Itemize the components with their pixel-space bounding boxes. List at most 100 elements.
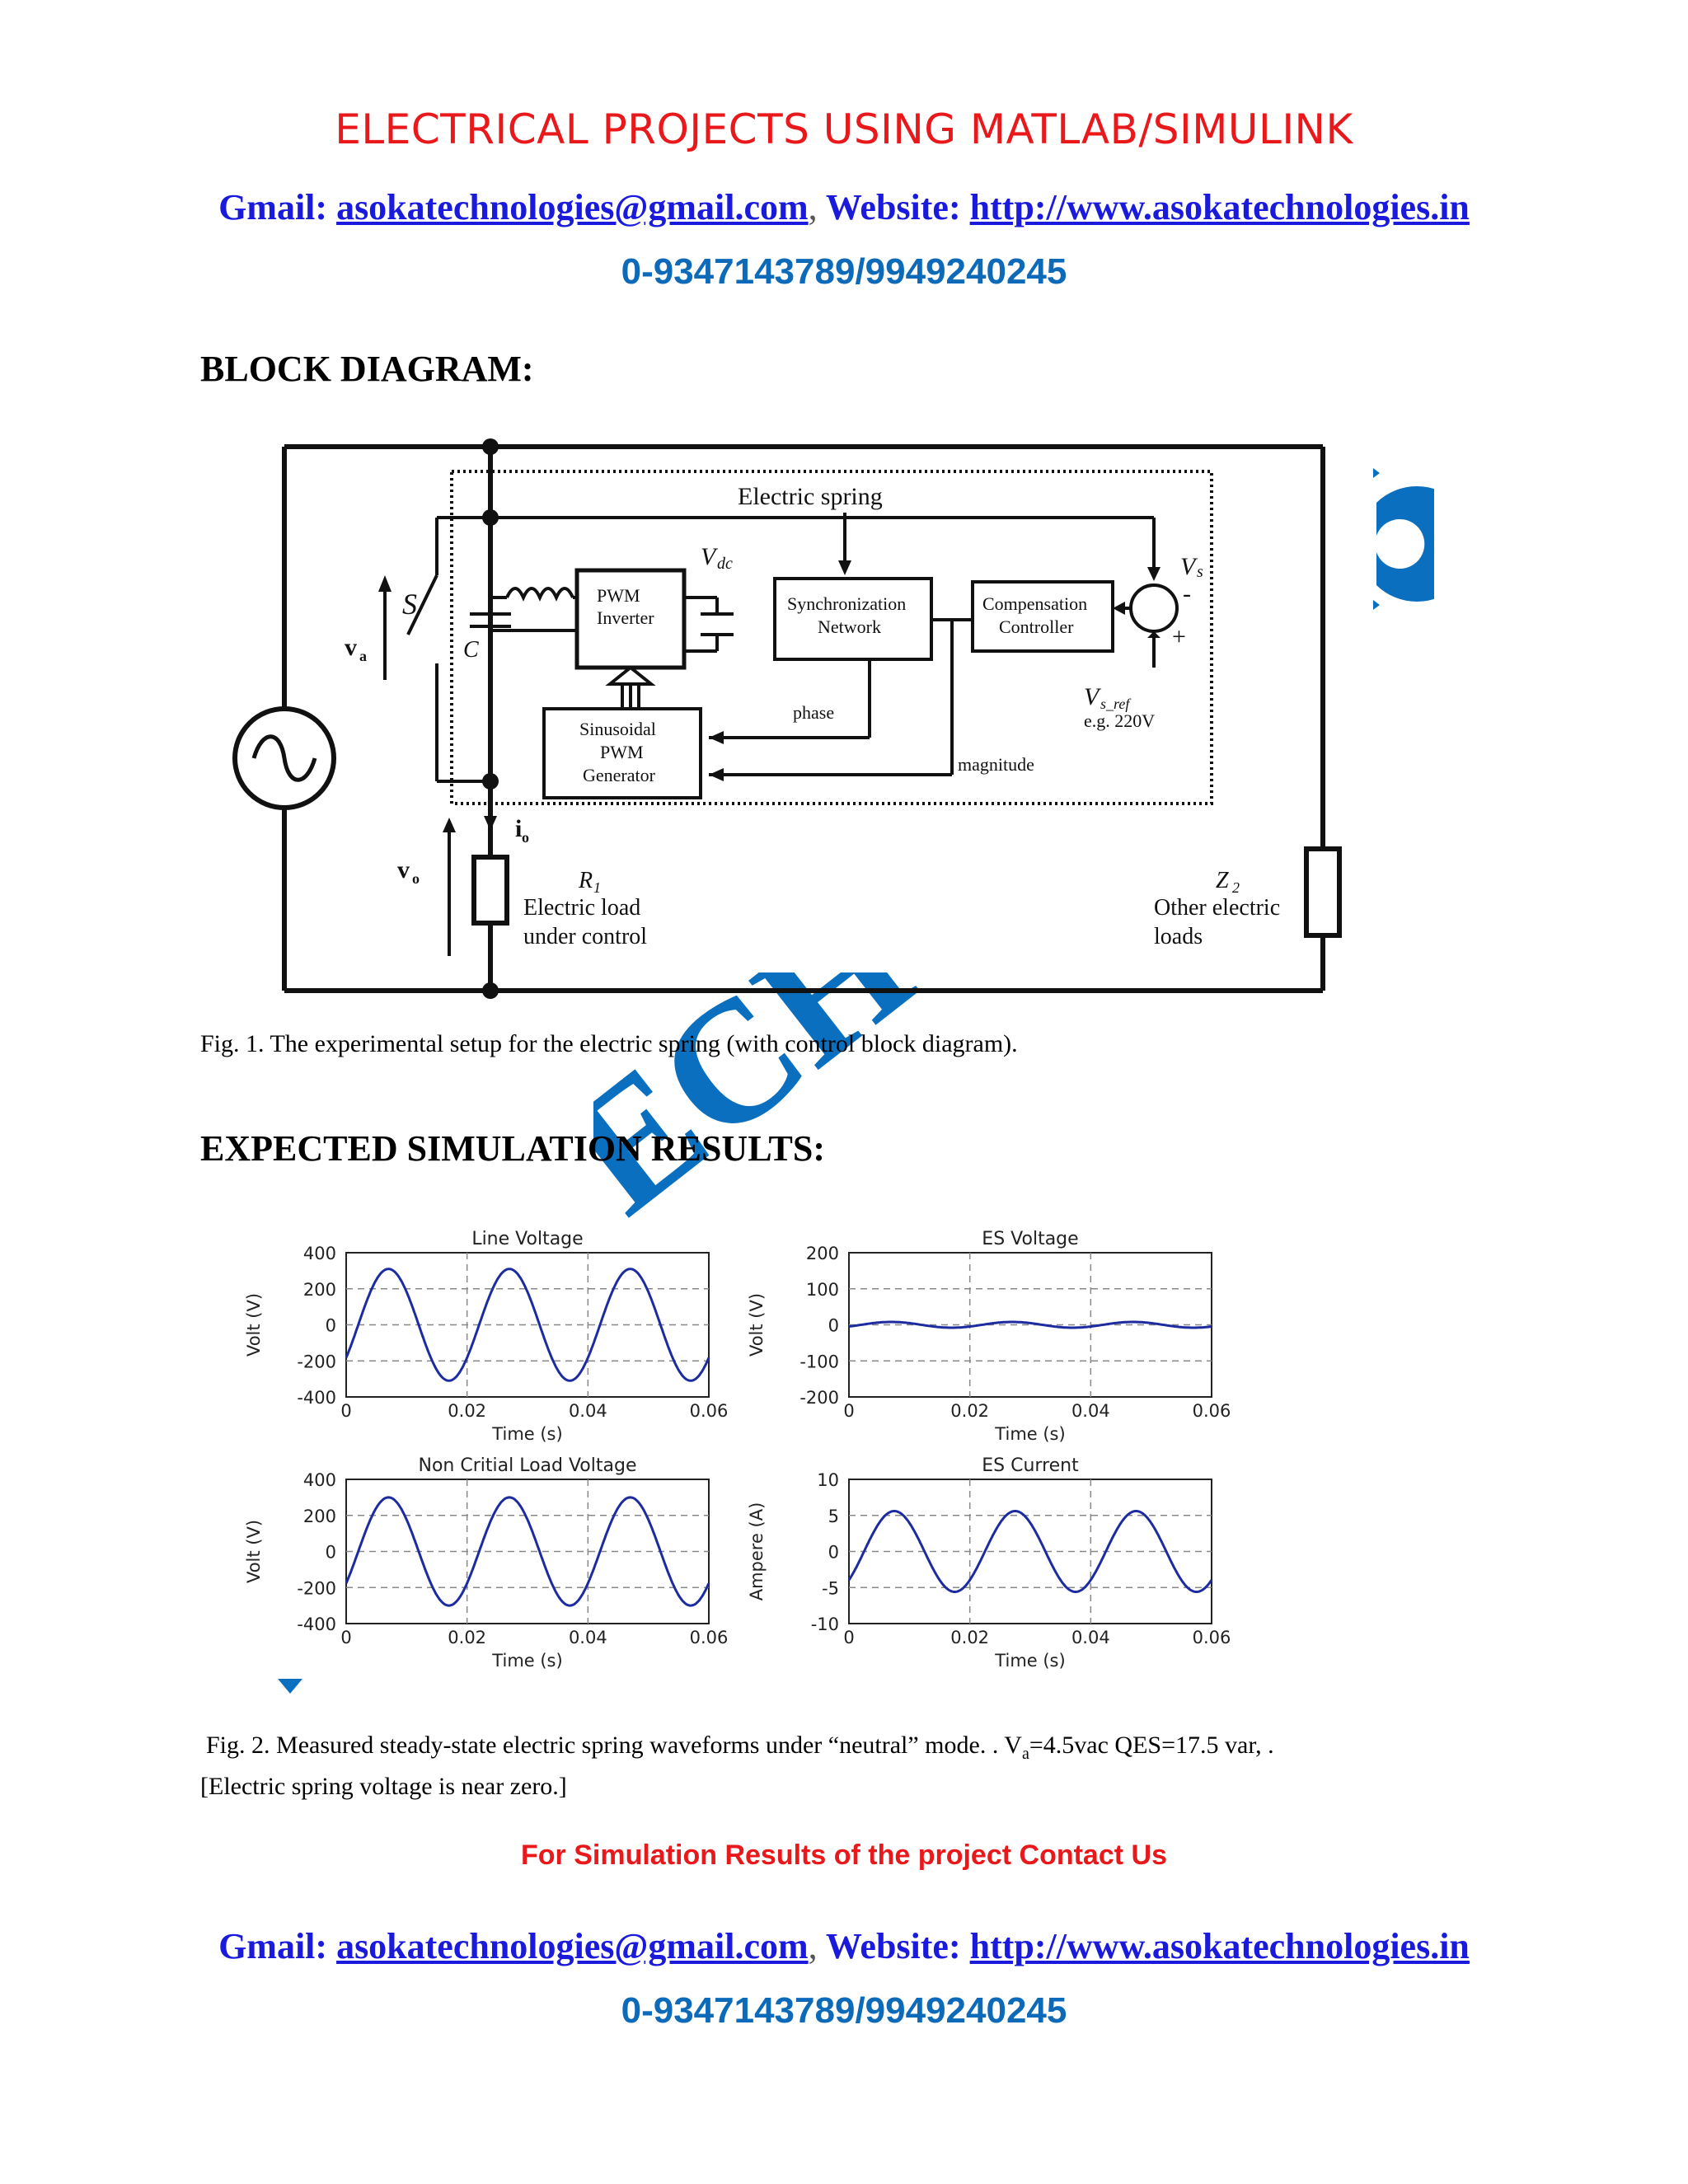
website-label: Website: [825,1926,961,1966]
y-tick-label: 5 [828,1507,839,1526]
other-load-label-2: loads [1154,924,1203,949]
vdc-label: V [701,543,719,570]
comp-label-1: Compensation [982,593,1087,614]
page-title: ELECTRICAL PROJECTS USING MATLAB/SIMULIN… [335,105,1353,153]
y-tick-label: -10 [811,1615,839,1634]
sin-label-1: Sinusoidal [579,719,656,739]
sin-label-3: Generator [583,765,656,785]
y-tick-label: 0 [828,1316,839,1336]
contact-us-notice: For Simulation Results of the project Co… [521,1840,1167,1871]
website-link[interactable]: http://www.asokatechnologies.in [969,187,1470,227]
y-tick-label: 400 [303,1470,336,1490]
y-tick-label: 400 [303,1244,336,1263]
y-axis-label: Volt (V) [244,1293,264,1357]
comma: , [808,187,818,227]
resistor-r1 [471,855,509,926]
r1-sub: 1 [593,879,601,896]
phase-label: phase [793,702,834,723]
x-axis-label: Time (s) [994,1651,1065,1671]
plot-title: ES Voltage [982,1229,1078,1249]
sin-label-2: PWM [600,742,644,762]
plot-title: Non Critial Load Voltage [419,1455,637,1476]
x-tick-label: 0.06 [1193,1401,1231,1421]
series-line [345,1496,710,1607]
x-tick-label: 0.04 [569,1628,607,1647]
y-axis-label: Volt (V) [244,1520,264,1583]
y-tick-label: 0 [326,1543,336,1563]
va-label: v [345,634,357,661]
gmail-link[interactable]: asokatechnologies@gmail.com [336,187,809,227]
plot-frame [848,1479,1212,1624]
y-tick-label: -400 [297,1615,336,1634]
vsref-label: V [1084,683,1102,710]
x-tick-label: 0 [340,1401,351,1421]
z2-sub: 2 [1232,879,1240,896]
io-sub: o [522,829,529,846]
x-tick-label: 0.04 [1071,1401,1110,1421]
block-diagram-heading: BLOCK DIAGRAM: [200,349,534,389]
x-axis-label: Time (s) [491,1651,562,1671]
x-tick-label: 0 [843,1401,854,1421]
series-line [848,1320,1212,1329]
fig2-caption-text: Fig. 2. Measured steady-state electric s… [206,1732,1022,1759]
x-tick-label: 0.06 [690,1401,729,1421]
gmail-label: Gmail: [218,187,328,227]
fig2-caption-text-2: =4.5vac QES=17.5 var, . [1029,1732,1274,1759]
minus-sign: - [1183,580,1191,607]
y-tick-label: -200 [297,1352,336,1371]
series-line [345,1268,710,1382]
x-tick-label: 0.02 [448,1401,486,1421]
plot-frame [345,1252,710,1398]
sync-label-2: Network [818,616,881,637]
y-tick-label: 10 [817,1470,839,1490]
y-tick-label: -200 [297,1578,336,1598]
contact-line-top: Gmail: asokatechnologies@gmail.com, Webs… [0,186,1688,228]
vs-label: V [1180,553,1198,580]
sync-label-1: Synchronization [787,593,906,614]
va-sub: a [359,648,367,664]
x-tick-label: 0 [843,1628,854,1647]
pwm-inverter-label-2: Inverter [597,607,654,628]
series-line [847,1510,1213,1593]
y-tick-label: 0 [326,1316,336,1336]
watermark-logo-fragment [1373,468,1434,610]
vsref-sub: s_ref [1100,696,1132,712]
y-tick-label: -400 [297,1388,336,1408]
y-tick-label: 0 [828,1543,839,1563]
load-label-2: under control [523,924,647,949]
fig2-caption-sub: a [1021,1745,1029,1763]
other-load-label-1: Other electric [1154,895,1280,921]
comma: , [808,1926,818,1966]
watermark-letters: ECH [593,972,945,1236]
website-link[interactable]: http://www.asokatechnologies.in [969,1926,1470,1966]
x-tick-label: 0.04 [1071,1628,1110,1647]
watermark-text: ECH [593,972,945,1236]
y-tick-label: 200 [303,1507,336,1526]
y-tick-label: 200 [806,1244,839,1263]
switch-label: S [402,588,417,621]
fig2-caption-line2: [Electric spring voltage is near zero.] [200,1773,567,1800]
x-tick-label: 0.02 [448,1628,486,1647]
gmail-link[interactable]: asokatechnologies@gmail.com [336,1926,809,1966]
vo-sub: o [412,870,420,887]
electric-spring-label: Electric spring [738,483,883,510]
x-axis-label: Time (s) [491,1424,562,1444]
load-label-1: Electric load [523,895,640,921]
vsref-example: e.g. 220V [1084,710,1155,731]
y-tick-label: 100 [806,1280,839,1300]
plot-title: ES Current [982,1455,1079,1476]
figure-2-caption: Fig. 2. Measured steady-state electric s… [200,1729,1274,1803]
x-tick-label: 0.04 [569,1401,607,1421]
block-diagram: Electric spring PWM Inverter [232,438,1342,999]
r1-label: R [578,868,593,893]
x-tick-label: 0.02 [950,1628,989,1647]
y-axis-label: Ampere (A) [747,1502,767,1601]
pwm-inverter-label-1: PWM [597,585,640,606]
vdc-sub: dc [717,555,733,573]
impedance-z2 [1304,846,1342,938]
comp-label-2: Controller [999,616,1074,637]
y-tick-label: 200 [303,1280,336,1300]
website-label: Website: [825,187,961,227]
